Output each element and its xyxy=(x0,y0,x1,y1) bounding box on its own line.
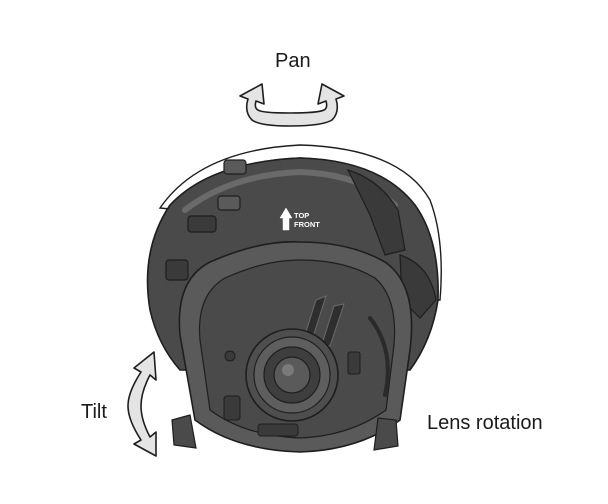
top-marking-text: TOP xyxy=(294,211,309,220)
lens-rotation-label: Lens rotation xyxy=(427,412,543,434)
pan-arrow-icon xyxy=(239,83,345,127)
tilt-arrow-icon xyxy=(127,351,157,457)
tilt-label: Tilt xyxy=(81,401,107,423)
pan-label: Pan xyxy=(275,50,311,72)
front-marking-text: FRONT xyxy=(294,220,320,229)
lens xyxy=(245,328,339,422)
lens-rotation-arrow-icon xyxy=(368,316,390,397)
top-front-marking: TOP FRONT xyxy=(279,207,320,231)
